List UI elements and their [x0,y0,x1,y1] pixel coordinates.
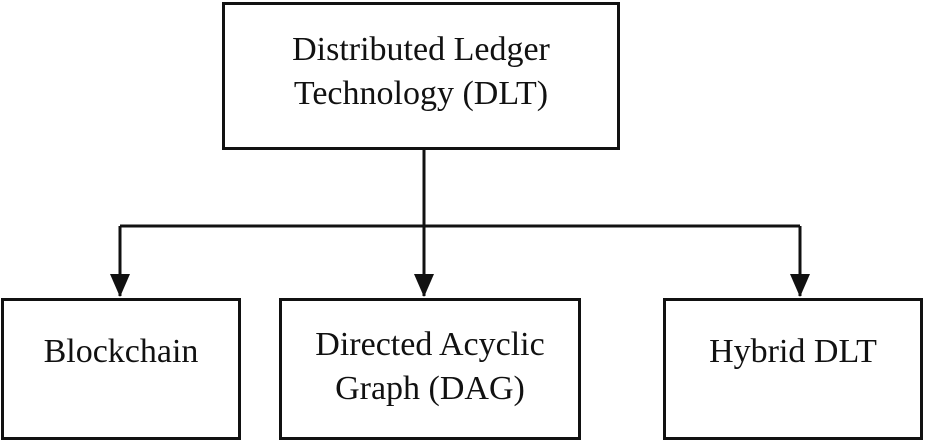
arrowhead-hybrid [790,274,810,297]
hybrid-dlt-label: Hybrid DLT [709,333,877,370]
child-node-blockchain: Blockchain [1,298,241,440]
blockchain-label: Blockchain [43,333,199,370]
child-node-dag: Directed Acyclic Graph (DAG) [279,298,581,440]
child-node-hybrid-dlt: Hybrid DLT [663,298,923,440]
root-node-dlt: Distributed Ledger Technology (DLT) [222,2,620,150]
arrowhead-blockchain [110,274,130,297]
arrowhead-dag [414,274,434,297]
root-node-label: Distributed Ledger Technology (DLT) [292,31,550,112]
dag-label: Directed Acyclic Graph (DAG) [315,326,545,407]
